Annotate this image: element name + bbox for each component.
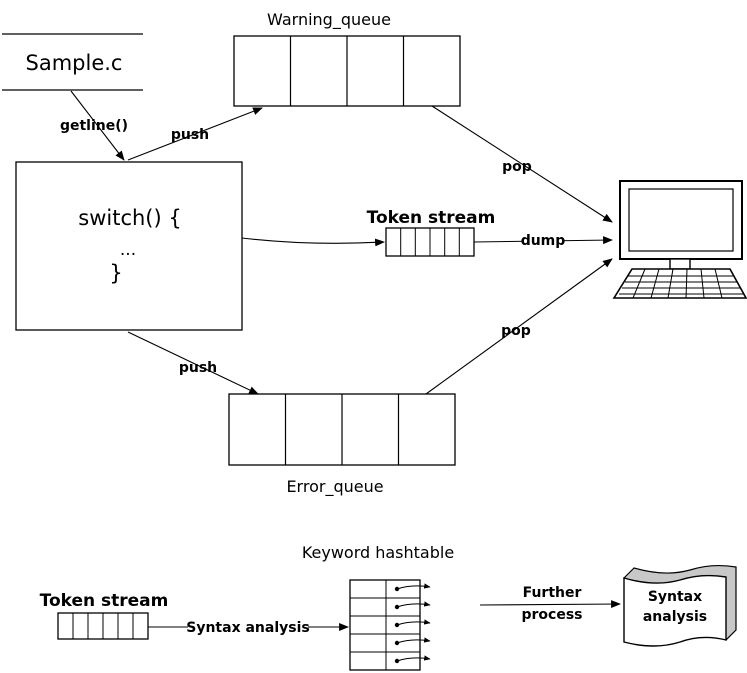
further-process-line1: Further [523, 585, 582, 601]
warning-queue-title: Warning_queue [267, 10, 391, 30]
syntax-box-line2: analysis [643, 609, 707, 625]
syntax-analysis-edge: Syntax analysis [148, 617, 349, 636]
source-file-label: Sample.c [26, 51, 123, 75]
syntax-analysis-edge-label: Syntax analysis [186, 620, 309, 636]
getline-edge: getline() [60, 90, 128, 161]
pop-warning-edge: pop [431, 105, 613, 223]
dump-edge: dump [473, 230, 613, 249]
lexer-to-token-edge [241, 237, 385, 247]
pop-error-edge: pop [425, 258, 613, 395]
token-stream-bottom: Token stream [40, 591, 169, 640]
getline-label: getline() [60, 118, 128, 134]
push-label-bottom: push [179, 360, 217, 376]
syntax-box-line1: Syntax [648, 589, 702, 605]
switch-line-1: switch() { [78, 206, 181, 230]
keyword-hashtable-title: Keyword hashtable [302, 543, 454, 562]
keyword-hashtable [349, 579, 431, 671]
token-stream-top-label: Token stream [367, 208, 496, 228]
computer-icon [612, 180, 747, 299]
warning-queue: Warning_queue [233, 10, 461, 107]
push-warning-edge: push [127, 107, 263, 161]
pop-label-bottom: pop [501, 323, 531, 339]
pop-label-top: pop [502, 159, 532, 175]
source-file-node: Sample.c [2, 33, 143, 91]
error-queue: Error_queue [228, 393, 456, 497]
dump-label: dump [521, 233, 566, 249]
switch-line-3: } [109, 261, 122, 285]
further-process-edge: Further process [479, 585, 621, 623]
lexer-switch-box: switch() { ... } [15, 161, 243, 331]
push-error-edge: push [127, 331, 259, 395]
push-label-top: push [171, 127, 209, 143]
switch-line-2: ... [120, 240, 136, 260]
token-stream-bottom-label: Token stream [40, 591, 169, 611]
token-stream-top: Token stream [367, 208, 496, 257]
further-process-line2: process [521, 607, 582, 623]
error-queue-title: Error_queue [286, 477, 383, 497]
syntax-analysis-process-box: Syntax analysis [623, 564, 737, 647]
